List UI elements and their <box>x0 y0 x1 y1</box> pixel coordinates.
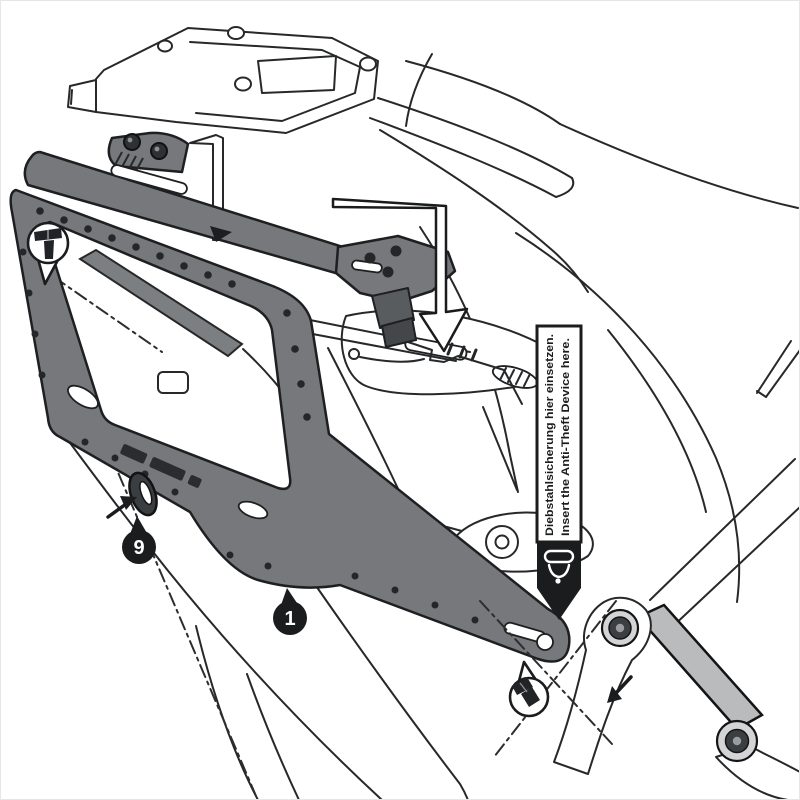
luggage-rack-plate <box>67 26 379 134</box>
lock-icon <box>543 549 575 584</box>
callout-9-number: 9 <box>133 537 144 559</box>
insert-direction-arrow <box>331 197 469 353</box>
callout-9: 9 <box>122 516 156 564</box>
screw-icon <box>34 228 62 259</box>
mount-pointer-arrow <box>607 675 633 703</box>
carrier-rivet-holes <box>19 207 479 624</box>
suspension-linkage <box>553 596 800 800</box>
grommet-pointer-arrow <box>106 496 137 519</box>
link-bar <box>635 603 764 731</box>
anti-theft-label: Diebstahlsicherung hier einsetzen. Inser… <box>535 324 583 620</box>
callout-1-number: 1 <box>284 608 295 630</box>
carrier-bracket <box>334 234 457 304</box>
rubber-grommet <box>128 471 158 517</box>
callout-1: 1 <box>273 588 307 635</box>
rail-hook <box>210 226 232 242</box>
screw-callout-bottom <box>508 660 550 718</box>
rail-hatch-slot <box>114 151 144 172</box>
carrier-oval-slot <box>237 500 269 520</box>
label-text-en: Insert the Anti-Theft Device here. <box>560 338 572 536</box>
leader-screw-top <box>53 276 163 353</box>
screw-callout-top <box>26 221 70 286</box>
carrier-oval-slot <box>67 384 99 410</box>
pad-bolt <box>150 142 168 160</box>
bracket-foot <box>371 287 415 329</box>
frame-plate <box>157 371 189 394</box>
label-box <box>535 324 583 544</box>
label-text-de: Diebstahlsicherung hier einsetzen. <box>544 334 556 536</box>
subframe-tube <box>78 248 244 358</box>
pad-bolt <box>123 133 141 151</box>
bracket-foot-lower <box>380 316 418 349</box>
side-carrier <box>9 131 571 663</box>
leader-mount-2 <box>493 600 617 758</box>
rail-slot <box>110 164 188 195</box>
rack-mount-rails <box>299 317 539 405</box>
screw-icon <box>512 677 540 707</box>
leader-mount-1 <box>479 600 613 745</box>
tail-bodywork <box>379 53 799 603</box>
carrier-brand-mark <box>120 444 202 488</box>
